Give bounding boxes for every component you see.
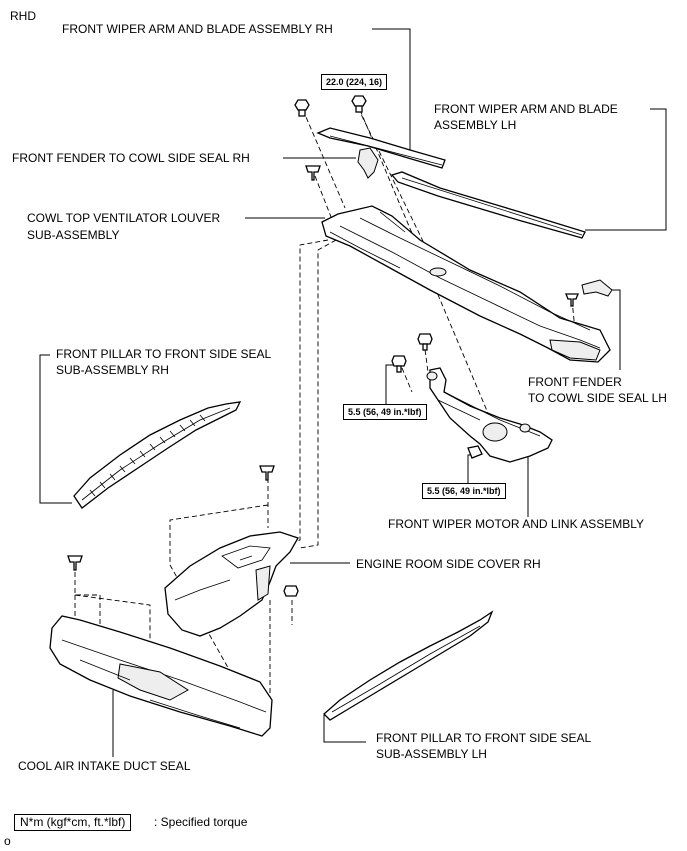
legend-text: : Specified torque [154, 815, 248, 829]
engine-room-cover [164, 531, 299, 637]
label-fender-seal-lh-line2: TO COWL SIDE SEAL LH [528, 391, 667, 405]
cowl-louver [321, 205, 611, 363]
clip-rh [305, 165, 321, 181]
label-cowl-louver-line1: COWL TOP VENTILATOR LOUVER [27, 211, 221, 225]
label-fender-seal-lh-line1: FRONT FENDER [528, 375, 622, 389]
label-pillar-seal-rh-line1: FRONT PILLAR TO FRONT SIDE SEAL [56, 347, 272, 361]
wiper-arm-lh [390, 171, 586, 239]
wiper-motor-link [426, 367, 553, 463]
wiper-nuts [294, 95, 367, 117]
pillar-seal-rh [73, 401, 242, 509]
fender-seal-lh [565, 279, 613, 307]
rhd-label: RHD [10, 9, 36, 23]
label-wiper-motor-link: FRONT WIPER MOTOR AND LINK ASSEMBLY [388, 517, 645, 531]
label-pillar-seal-lh-line1: FRONT PILLAR TO FRONT SIDE SEAL [376, 731, 592, 745]
label-wiper-arm-lh-line1: FRONT WIPER ARM AND BLADE [434, 102, 618, 116]
alignment-lines [74, 107, 576, 718]
legend-torque-unit: N*m (kgf*cm, ft.*lbf) [14, 814, 132, 831]
pillar-seal-lh [323, 610, 494, 721]
label-duct-seal: COOL AIR INTAKE DUCT SEAL [18, 759, 191, 773]
label-wiper-arm-lh-line2: ASSEMBLY LH [434, 118, 517, 132]
duct-seal [49, 615, 273, 737]
wiper-arm-rh [316, 127, 446, 169]
label-engine-room-cover: ENGINE ROOM SIDE COVER RH [356, 557, 541, 571]
label-cowl-louver-line2: SUB-ASSEMBLY [27, 228, 120, 242]
footer-mark: o [4, 834, 11, 848]
torque-motor-bolt-lower: 5.5 (56, 49 in.*lbf) [422, 483, 506, 499]
fender-seal-rh [357, 147, 379, 179]
label-fender-seal-rh: FRONT FENDER TO COWL SIDE SEAL RH [12, 151, 250, 165]
leader-lines [39, 28, 667, 757]
label-wiper-arm-rh: FRONT WIPER ARM AND BLADE ASSEMBLY RH [62, 22, 333, 36]
motor-bolts [391, 333, 433, 373]
label-pillar-seal-rh-line2: SUB-ASSEMBLY RH [56, 363, 169, 377]
cover-clips [67, 465, 299, 597]
label-pillar-seal-lh-line2: SUB-ASSEMBLY LH [376, 747, 487, 761]
torque-wiper-nut: 22.0 (224, 16) [321, 74, 388, 90]
torque-motor-bolt-upper: 5.5 (56, 49 in.*lbf) [343, 404, 427, 420]
